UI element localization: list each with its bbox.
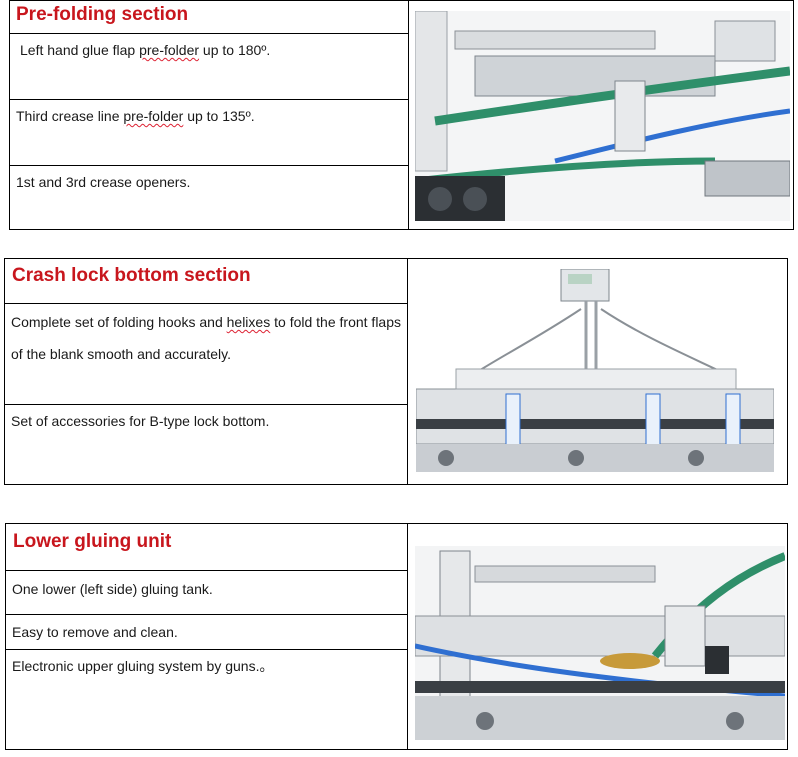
feature-text: Electronic upper gluing system by guns.。 — [12, 658, 274, 674]
feature-text: Complete set of folding hooks and helixe… — [11, 314, 401, 362]
machine-photo-pre-folding — [415, 11, 790, 221]
machine-photo-crash-lock — [416, 269, 774, 472]
section-title-row: Pre-folding section — [10, 1, 408, 34]
feature-text: One lower (left side) gluing tank. — [12, 581, 213, 597]
machine-photo-lower-gluing — [415, 546, 785, 740]
feature-row: Complete set of folding hooks and helixe… — [5, 304, 407, 405]
feature-row: 1st and 3rd crease openers. — [10, 166, 408, 229]
section-pre-folding: Pre-folding section Left hand glue flap … — [9, 0, 794, 230]
feature-text: 1st and 3rd crease openers. — [16, 174, 191, 190]
feature-row: Set of accessories for B-type lock botto… — [5, 405, 407, 484]
feature-row: One lower (left side) gluing tank. — [6, 571, 407, 615]
section-crash-lock-bottom: Crash lock bottom section Complete set o… — [4, 258, 788, 485]
section-lower-gluing: Lower gluing unit One lower (left side) … — [5, 523, 788, 750]
section-title: Crash lock bottom section — [12, 265, 251, 286]
spellcheck-word: pre-folder — [139, 42, 200, 58]
spellcheck-word: pre-folder — [123, 108, 184, 124]
feature-row: Left hand glue flap pre-folder up to 180… — [10, 34, 408, 100]
section-title: Pre-folding section — [16, 4, 189, 25]
section-title: Lower gluing unit — [13, 531, 172, 552]
section-title-row: Lower gluing unit — [6, 524, 407, 571]
feature-text: Third crease line pre-folder up to 135º. — [16, 108, 255, 124]
feature-row: Third crease line pre-folder up to 135º. — [10, 100, 408, 166]
feature-row: Easy to remove and clean. — [6, 615, 407, 650]
feature-text: Set of accessories for B-type lock botto… — [11, 413, 270, 429]
feature-row: Electronic upper gluing system by guns.。 — [6, 650, 407, 749]
section-title-row: Crash lock bottom section — [5, 259, 407, 304]
feature-text: Easy to remove and clean. — [12, 624, 178, 640]
feature-text: Left hand glue flap pre-folder up to 180… — [20, 42, 271, 58]
spellcheck-word: helixes — [226, 314, 271, 330]
